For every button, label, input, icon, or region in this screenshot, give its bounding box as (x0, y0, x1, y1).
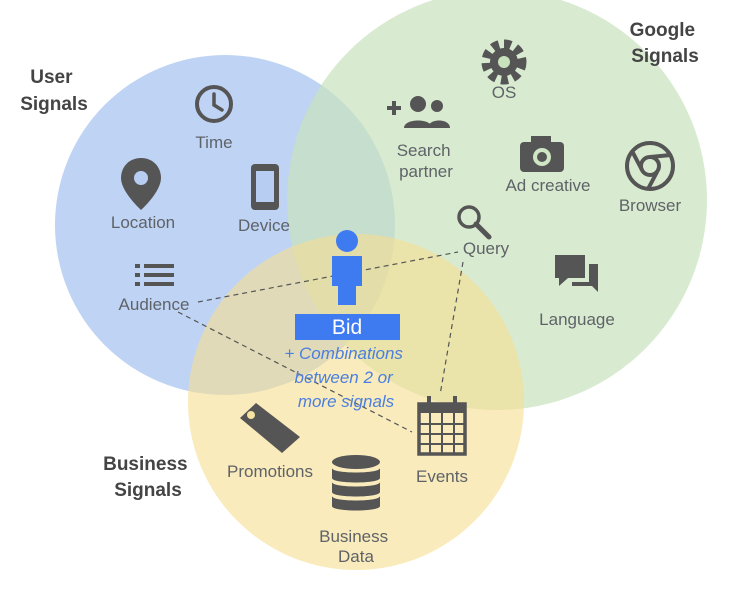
chat-bubbles-icon (555, 255, 598, 292)
browser-label: Browser (619, 196, 682, 215)
location-pin-icon (121, 158, 161, 210)
audience-query-line (197, 251, 459, 303)
user-signals-title: User Signals (20, 67, 88, 115)
audience-events-line (177, 311, 413, 433)
language-label: Language (539, 310, 615, 329)
bid-label: Bid (332, 316, 362, 339)
query-label: Query (463, 239, 510, 258)
chrome-icon (625, 141, 675, 191)
tag-icon (240, 403, 300, 453)
business-signals-circle (188, 234, 524, 570)
device-label: Device (238, 216, 290, 235)
search-partner-label: Search partner (397, 141, 456, 181)
bid-box (295, 314, 400, 340)
person-icon (332, 230, 362, 305)
time-label: Time (195, 133, 232, 152)
ad-creative-label: Ad creative (505, 176, 590, 195)
query-events-line (439, 261, 464, 396)
camera-icon (520, 136, 564, 172)
calendar-icon (417, 396, 467, 456)
location-label: Location (111, 213, 175, 232)
events-label: Events (416, 467, 468, 486)
database-icon (332, 455, 380, 511)
connector-lines (177, 251, 464, 433)
add-group-icon (387, 96, 450, 128)
os-label: OS (492, 83, 517, 102)
gear-icon (481, 39, 527, 85)
search-icon (457, 205, 492, 240)
business-data-label: Business Data (319, 527, 393, 566)
business-signals-title: Business Signals (103, 454, 193, 501)
phone-icon (251, 164, 279, 210)
combinations-note: + Combinations between 2 or more signals (284, 344, 407, 411)
audience-label: Audience (119, 295, 190, 314)
google-signals-title: Google Signals (630, 20, 701, 67)
promotions-label: Promotions (227, 462, 313, 481)
list-icon (135, 264, 174, 286)
clock-icon (195, 85, 233, 123)
